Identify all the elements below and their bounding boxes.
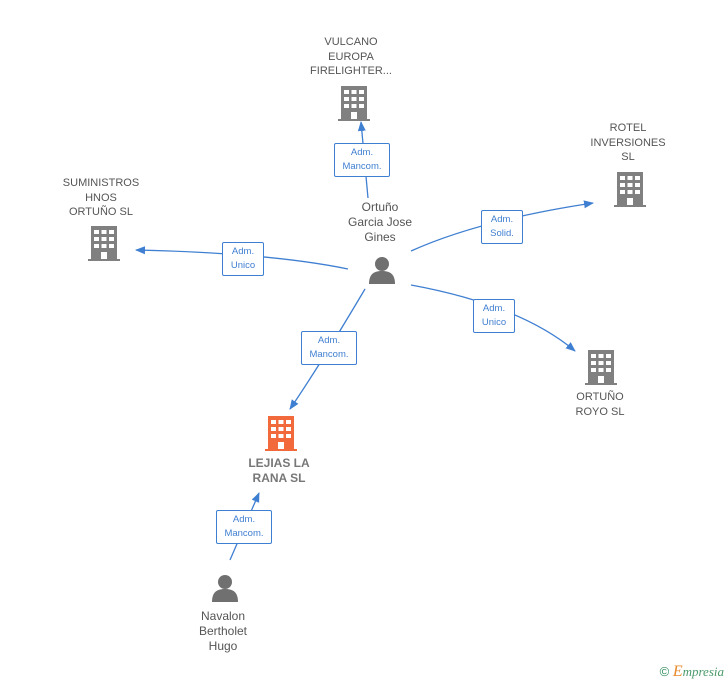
building-icon-lejias[interactable] [265,416,297,451]
node-label-vulcano[interactable]: VULCANO EUROPA FIRELIGHTER... [310,36,392,77]
relation-label-to-lejias: Adm. Mancom. [301,331,357,365]
node-label-navalon[interactable]: Navalon Bertholet Hugo [198,609,248,653]
node-label-rotel[interactable]: ROTEL INVERSIONES SL [590,122,666,163]
relation-label-to-ortuno-royo: Adm. Unico [473,299,515,333]
brand-logo-name: mpresia [682,664,724,679]
building-icon-vulcano[interactable] [338,86,370,121]
node-label-ortuno-person[interactable]: Ortuño Garcia Jose Gines [347,200,413,244]
relation-label-to-suministros: Adm. Unico [222,242,264,276]
person-icon-ortuno[interactable] [369,257,395,284]
brand-logo-initial: E [672,663,683,680]
relation-label-to-vulcano: Adm. Mancom. [334,143,390,177]
building-icon-ortuno-royo[interactable] [585,350,617,385]
relation-label-to-rotel: Adm. Solid. [481,210,523,244]
copyright-notice: © Empresia [660,663,724,681]
building-icon-suministros[interactable] [88,226,120,261]
relation-label-navalon-to-lejias: Adm. Mancom. [216,510,272,544]
node-label-ortuno-royo[interactable]: ORTUÑO ROYO SL [575,391,625,418]
person-icon-navalon[interactable] [212,575,238,602]
node-label-suministros[interactable]: SUMINISTROS HNOS ORTUÑO SL [62,177,140,218]
node-label-lejias[interactable]: LEJIAS LA RANA SL [248,456,310,485]
copyright-symbol: © [659,664,670,679]
building-icon-rotel[interactable] [614,172,646,207]
